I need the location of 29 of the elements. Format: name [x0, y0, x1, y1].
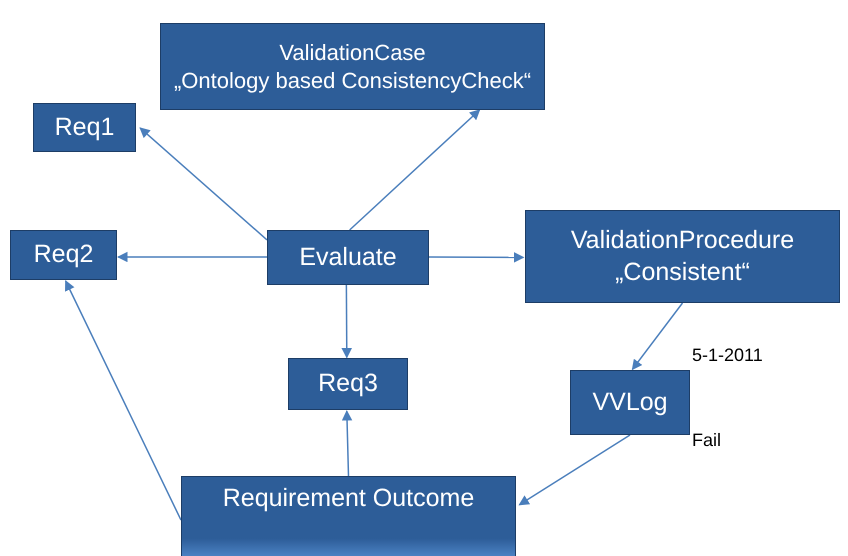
- arrow: [342, 410, 352, 476]
- process-box: [267, 230, 429, 285]
- node-text: ValidationCase: [279, 39, 426, 66]
- arrow: [349, 109, 480, 231]
- node-text: Req1: [54, 112, 114, 143]
- node-text: ValidationProcedure: [570, 225, 794, 256]
- node-text: VVLog: [592, 386, 668, 418]
- process-box: [570, 370, 690, 435]
- annotation-text: 5-1-2011: [692, 345, 763, 366]
- process-box: [181, 476, 516, 556]
- arrow: [64, 280, 182, 520]
- process-box: [160, 23, 545, 110]
- node-text: Req2: [34, 239, 94, 270]
- node-text: Requirement Outcome: [222, 483, 474, 514]
- process-box: [525, 210, 840, 303]
- process-box: [10, 230, 117, 280]
- node-text: „Consistent“: [615, 256, 750, 288]
- annotation-text: Fail: [692, 430, 722, 451]
- arrow: [429, 252, 524, 263]
- node-text: „Ontology based ConsistencyCheck“: [174, 66, 532, 94]
- node-text: Req3: [318, 368, 378, 400]
- arrow: [632, 302, 684, 370]
- process-box: [288, 358, 408, 410]
- node-text: Evaluate: [299, 242, 397, 273]
- process-box: [33, 103, 136, 152]
- arrow: [117, 252, 267, 262]
- arrow: [518, 434, 630, 506]
- arrow: [342, 285, 352, 359]
- arrow: [139, 127, 268, 240]
